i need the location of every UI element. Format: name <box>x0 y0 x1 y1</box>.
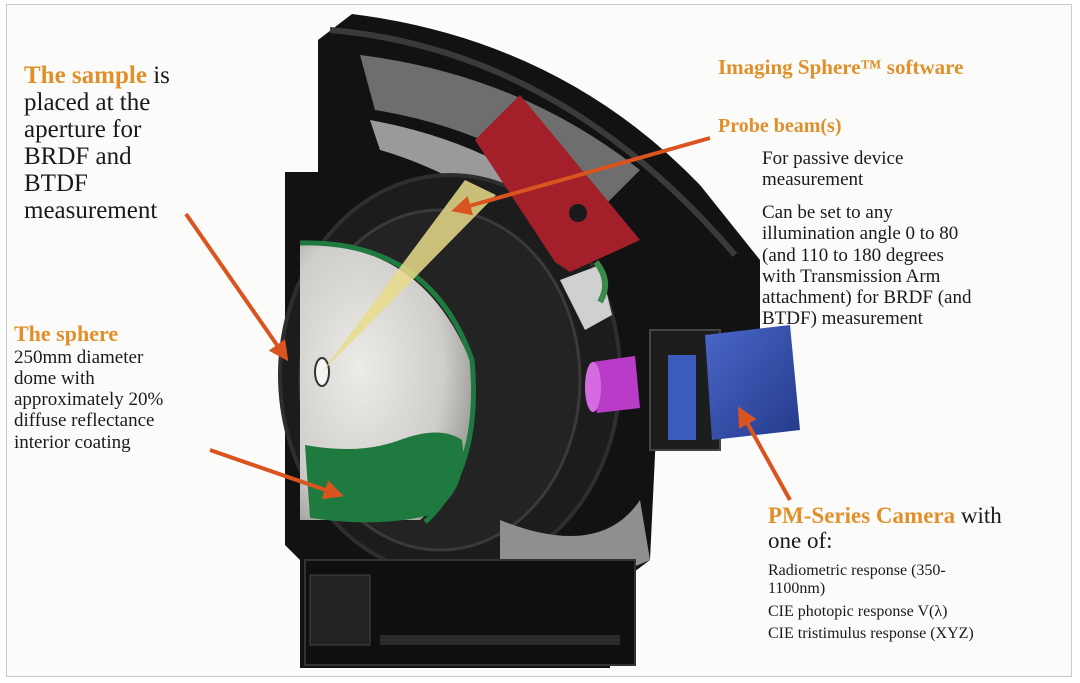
probe-knob <box>569 204 587 222</box>
probe-beam <box>322 180 496 372</box>
pm-series-camera <box>705 325 800 440</box>
probe-arm <box>475 95 640 272</box>
sphere-line: dome with <box>14 367 95 389</box>
sample-title: The sample <box>24 62 147 89</box>
dome-rim <box>299 240 476 524</box>
housing-rim <box>329 27 738 257</box>
camera-option: 1100nm) <box>768 580 826 598</box>
camera-mount-slot <box>668 355 696 440</box>
sphere-line: approximately 20% <box>14 389 164 411</box>
probe-title: Probe beam(s) <box>718 115 842 137</box>
camera-arrow <box>738 406 792 501</box>
sample-line: measurement <box>24 197 158 224</box>
lens-adapter-face <box>585 362 601 412</box>
sample-line: BTDF <box>24 170 88 197</box>
sphere-line: diffuse reflectance <box>14 410 155 432</box>
sphere-label: The sphere 250mm diameter dome with appr… <box>14 321 164 453</box>
sphere-arrow <box>209 448 344 500</box>
probe-arrow <box>451 136 711 216</box>
probe-desc-b: Can be set to any illumination angle 0 t… <box>762 202 971 330</box>
sample-line: aperture for <box>24 116 142 143</box>
probe-line: (and 110 to 180 degrees <box>762 244 944 266</box>
base-rail <box>380 635 620 645</box>
sphere-line: 250mm diameter <box>14 346 144 368</box>
probe-line: Can be set to any <box>762 202 893 223</box>
probe-line: attachment) for BRDF (and <box>762 287 972 309</box>
camera-option: Radiometric response (350- <box>768 562 946 579</box>
probe-line: with Transmission Arm <box>762 265 941 287</box>
sample-line: placed at the <box>24 89 151 116</box>
arrows <box>184 136 792 501</box>
sample-arrow <box>184 212 289 362</box>
lens-adapter <box>592 356 640 413</box>
sample-line: is <box>153 62 170 89</box>
probe-line: BTDF) measurement <box>762 308 923 330</box>
camera-line2: one of: <box>768 527 833 553</box>
probe-line: measurement <box>762 169 864 191</box>
probe-line: illumination angle 0 to 80 <box>762 223 959 245</box>
probe-line: For passive device <box>762 148 904 169</box>
arm-green-handle <box>593 260 609 304</box>
probe-desc-a: For passive device measurement <box>762 148 903 191</box>
base-box <box>309 574 371 646</box>
camera-options: Radiometric response (350- 1100nm) CIE p… <box>768 562 974 644</box>
green-coating <box>305 432 464 523</box>
camera-option: CIE photopic response V(λ) <box>768 602 948 620</box>
software-label: Imaging Sphere™ software <box>718 55 964 79</box>
camera-title: PM-Series Camera <box>768 503 956 528</box>
arm-rail <box>560 265 612 330</box>
sphere-line: interior coating <box>14 431 131 453</box>
sample-line: BRDF and <box>24 143 132 170</box>
camera-label: PM-Series Camera with one of: <box>768 503 1002 554</box>
camera-option: CIE tristimulus response (XYZ) <box>768 625 974 643</box>
camera-title-suffix: with <box>960 503 1002 528</box>
sphere-title: The sphere <box>14 321 119 346</box>
sample-label: The sample is placed at the aperture for… <box>24 62 170 224</box>
